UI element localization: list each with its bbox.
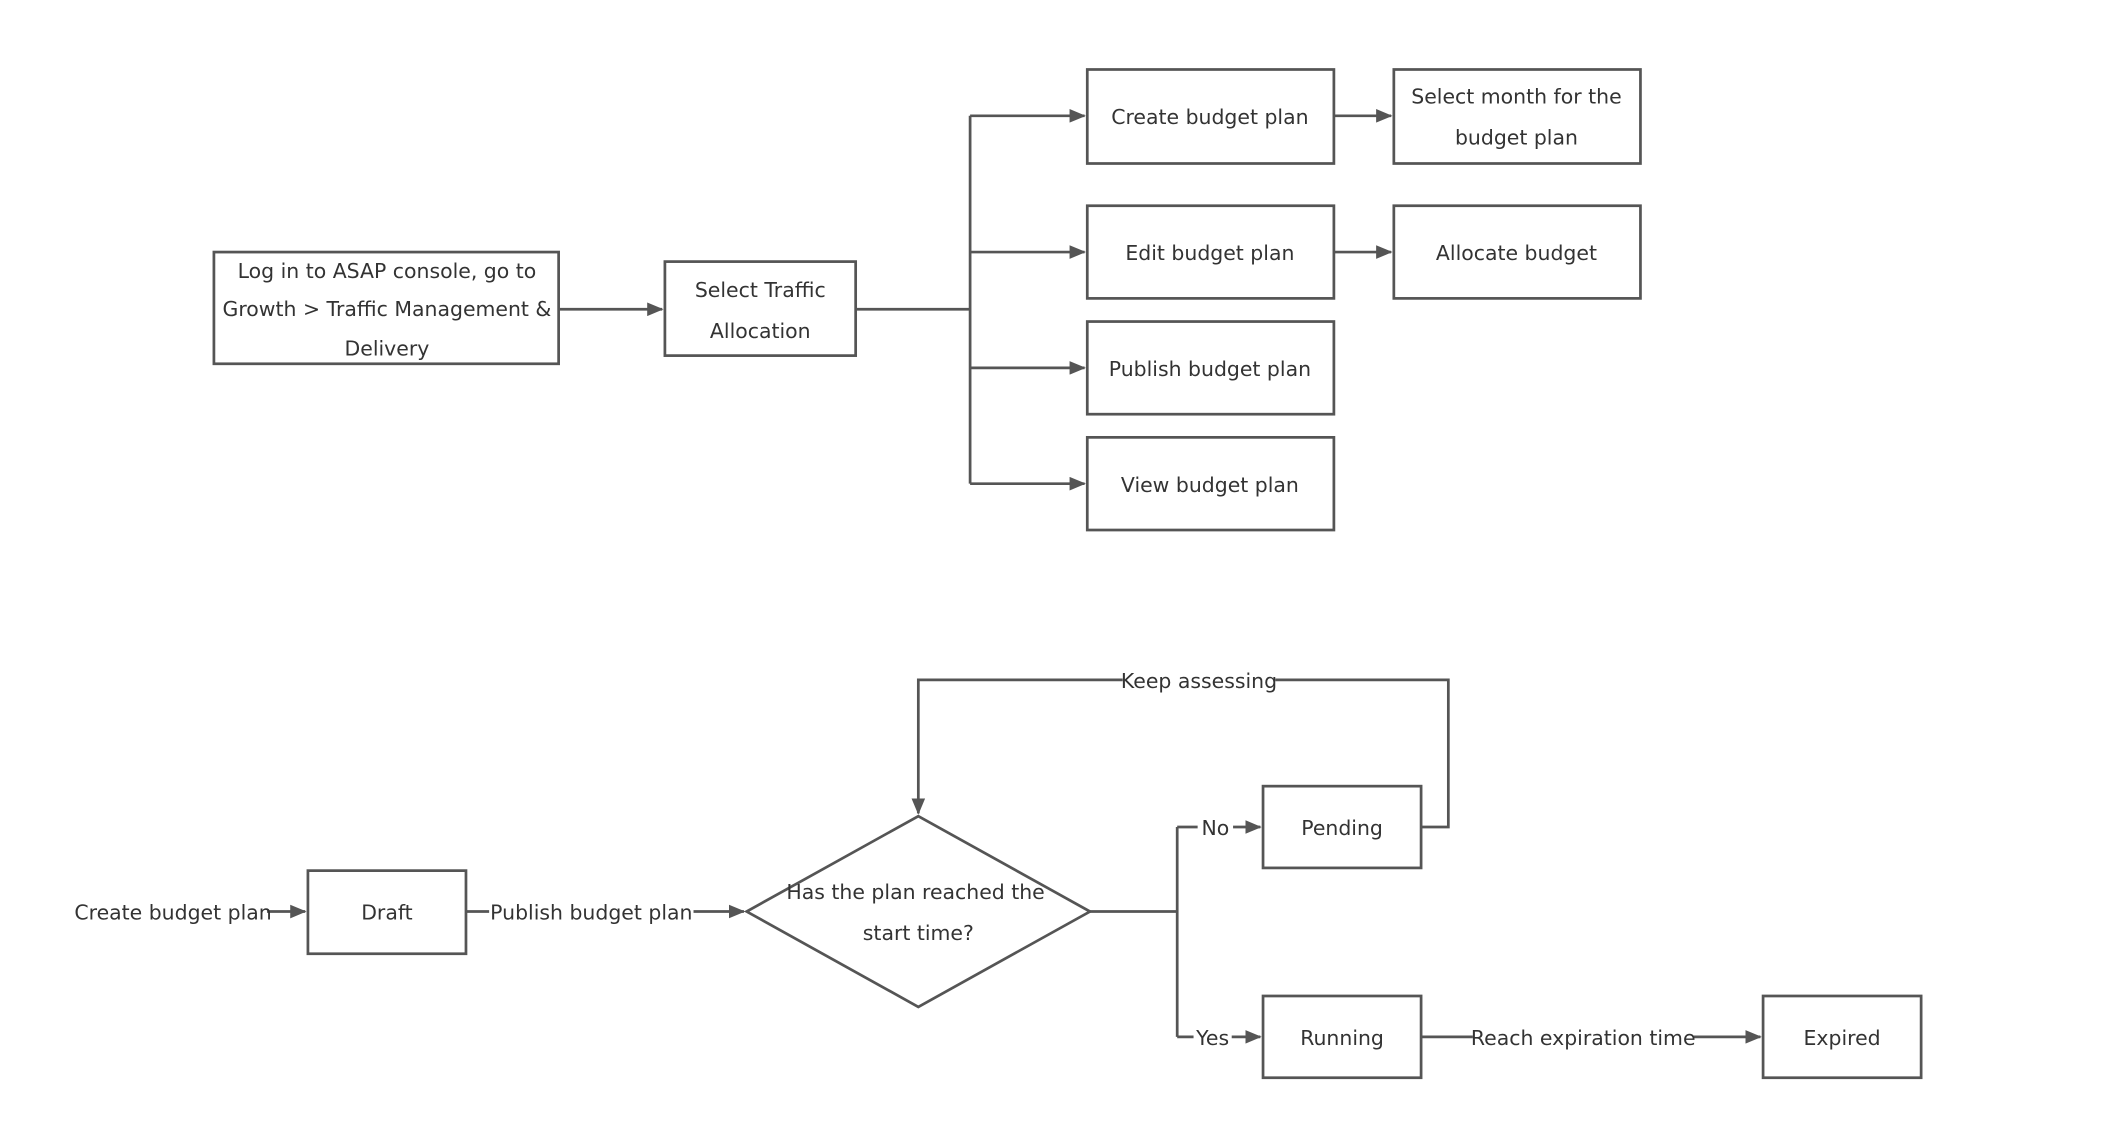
bottom-flow: Create budget plan Publish budget plan N…: [74, 664, 1923, 1080]
node-select-month-line-1: Select month for the: [1411, 85, 1621, 109]
node-select-month-line-2: budget plan: [1455, 125, 1578, 149]
label-keep-assessing: Keep assessing: [1121, 664, 1277, 695]
node-create-budget-plan: Create budget plan: [1085, 68, 1336, 165]
node-select-line-2: Allocation: [710, 319, 811, 343]
node-edit-plan-label: Edit budget plan: [1125, 241, 1294, 265]
label-entry-create-budget-plan: Create budget plan: [74, 901, 271, 925]
node-pending: Pending: [1261, 784, 1423, 870]
node-publish-plan-label: Publish budget plan: [1109, 357, 1311, 381]
node-expired: Expired: [1761, 994, 1923, 1080]
node-login-console: Log in to ASAP console, go to Growth > T…: [212, 250, 560, 366]
keep-assessing-text: Keep assessing: [1121, 669, 1277, 693]
node-login-line-2: Growth > Traffic Management &: [223, 297, 552, 321]
node-view-budget-plan: View budget plan: [1085, 435, 1336, 532]
label-no: No: [1197, 812, 1234, 843]
node-edit-budget-plan: Edit budget plan: [1085, 204, 1336, 300]
node-select-traffic-allocation: Select Traffic Allocation: [663, 260, 858, 357]
decision-line-1: Has the plan reached the: [786, 880, 1044, 904]
decision-line-2: start time?: [863, 921, 974, 945]
node-allocate-budget: Allocate budget: [1392, 204, 1642, 300]
label-reach-expiration-time: Reach expiration time: [1471, 1021, 1696, 1052]
edge-pending-loop-back: [911, 678, 1450, 829]
publish-label-text: Publish budget plan: [490, 901, 692, 925]
yes-label-text: Yes: [1195, 1026, 1229, 1050]
top-flow: Log in to ASAP console, go to Growth > T…: [212, 68, 1642, 532]
node-running: Running: [1261, 994, 1423, 1080]
label-publish-budget-plan: Publish budget plan: [489, 896, 694, 927]
node-view-plan-label: View budget plan: [1121, 473, 1299, 497]
node-decision-start-time: Has the plan reached the start time?: [743, 814, 1093, 1009]
node-select-month: Select month for the budget plan: [1392, 68, 1642, 165]
node-draft: Draft: [306, 869, 468, 956]
node-pending-label: Pending: [1301, 816, 1383, 840]
node-select-line-1: Select Traffic: [695, 278, 826, 302]
node-create-plan-label: Create budget plan: [1111, 105, 1308, 129]
node-allocate-budget-label: Allocate budget: [1436, 241, 1597, 265]
node-publish-budget-plan: Publish budget plan: [1085, 320, 1336, 416]
label-yes: Yes: [1193, 1021, 1232, 1052]
node-login-line-3: Delivery: [345, 337, 430, 361]
entry-create-plan-text: Create budget plan: [74, 901, 271, 925]
node-draft-label: Draft: [361, 901, 412, 925]
node-running-label: Running: [1300, 1026, 1384, 1050]
expiration-label-text: Reach expiration time: [1471, 1026, 1696, 1050]
no-label-text: No: [1201, 816, 1229, 840]
node-login-line-1: Log in to ASAP console, go to: [238, 259, 537, 283]
node-expired-label: Expired: [1804, 1026, 1881, 1050]
